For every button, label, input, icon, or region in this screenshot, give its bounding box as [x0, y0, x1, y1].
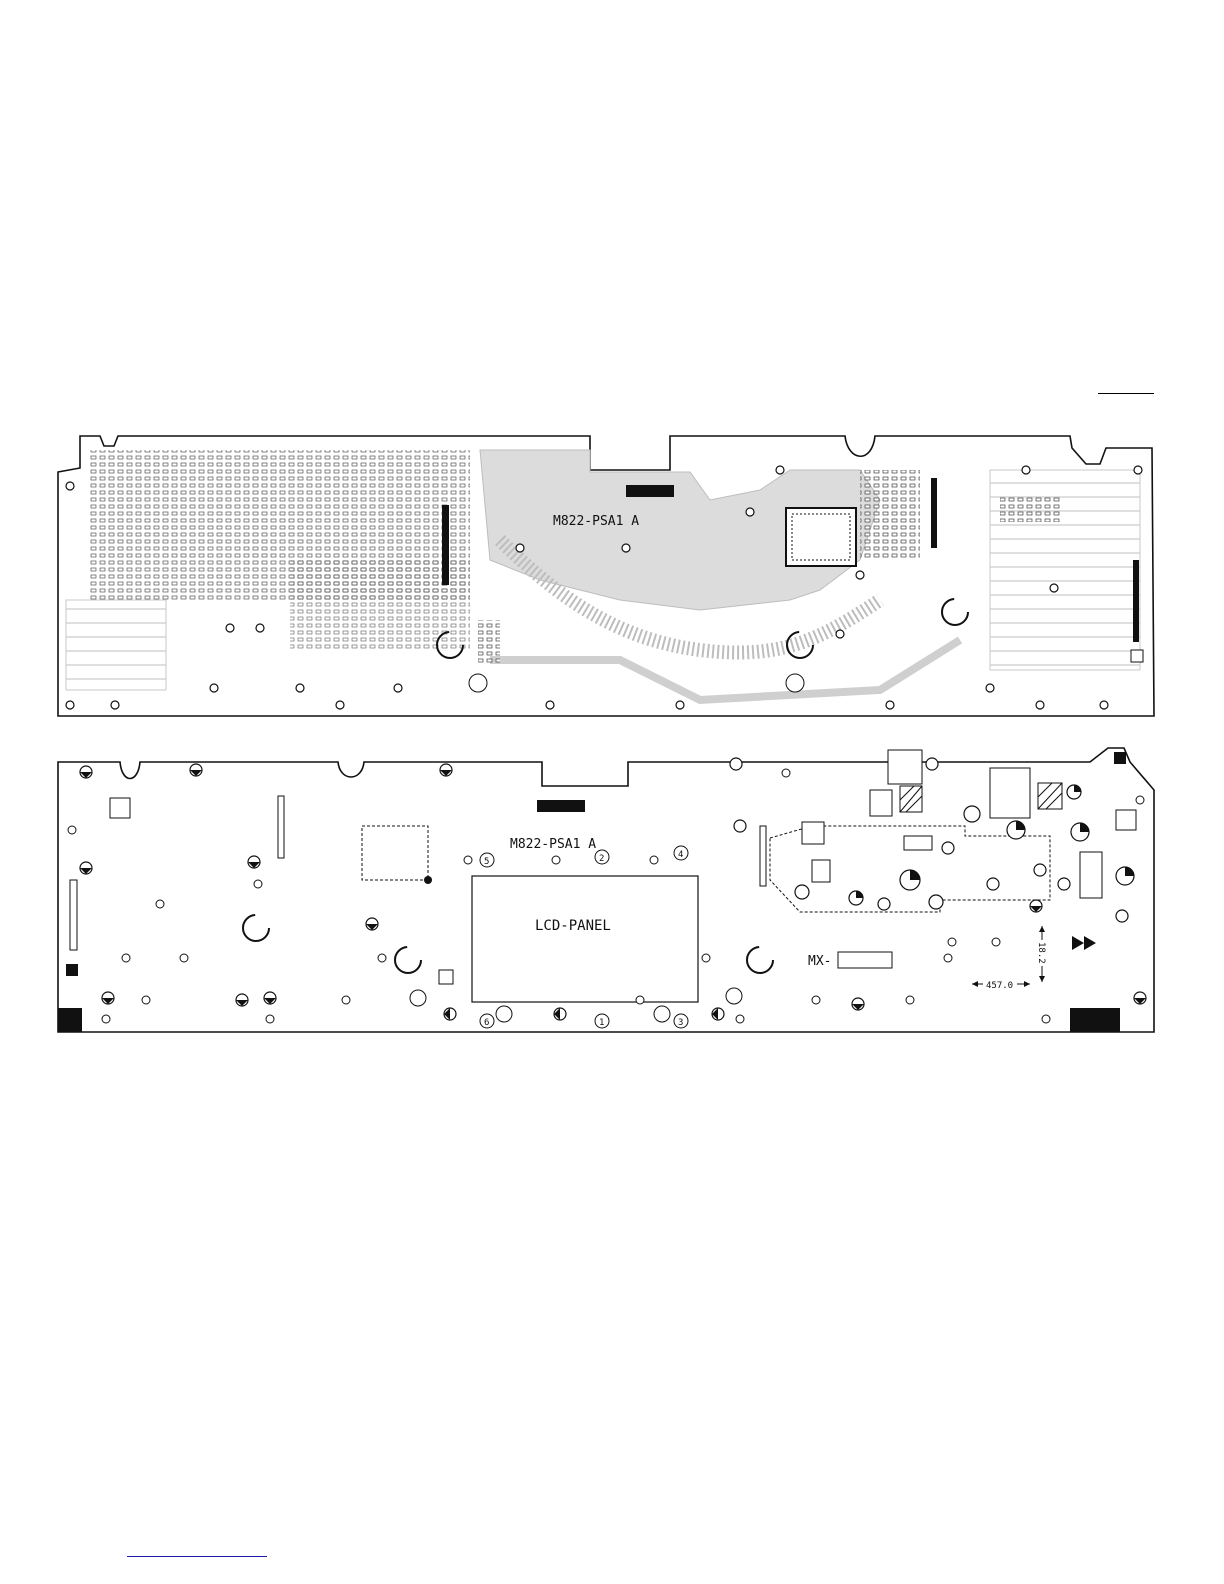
corner-block-left: [58, 1008, 82, 1032]
marker-3: 3: [674, 1014, 688, 1028]
big-hole-1: [410, 990, 426, 1006]
footer-link-underline[interactable]: [127, 1556, 267, 1557]
big-hole-4: [654, 1006, 670, 1022]
top-board-title: M822-PSA1 A: [553, 514, 639, 529]
right-connector: [760, 826, 766, 886]
smd-cluster-right: [860, 470, 920, 560]
svg-text:1: 1: [599, 1018, 604, 1028]
lcd-panel-outline: [472, 876, 698, 1002]
mx-label: MX-: [808, 954, 831, 969]
corner-block-top: [1114, 752, 1126, 764]
square-part-left: [110, 798, 130, 818]
smd-resistor-array: [1000, 496, 1060, 522]
svg-text:457.0: 457.0: [986, 981, 1013, 991]
marker-1: 1: [595, 1014, 609, 1028]
regulator-2: [870, 790, 892, 816]
svg-text:2: 2: [599, 854, 604, 864]
connector-strip-1: [442, 505, 449, 585]
mid-connector: [278, 796, 284, 858]
mx-box: [838, 952, 892, 968]
svg-text:18.2: 18.2: [1036, 942, 1046, 964]
ic-small: [812, 860, 830, 882]
svg-text:6: 6: [484, 1018, 489, 1028]
marker-6: 6: [480, 1014, 494, 1028]
ic-dip: [1080, 852, 1102, 898]
jack-2: [888, 750, 922, 784]
marker-2: 2: [595, 850, 609, 864]
marker-5: 5: [480, 853, 494, 867]
big-hole-3: [726, 988, 742, 1004]
bottom-board-title: M822-PSA1 A: [510, 837, 596, 852]
pin1-dot: [424, 876, 432, 884]
top-board: M822-PSA1 A: [58, 436, 1154, 716]
copper-zone-left: [66, 600, 166, 690]
connector-top: [626, 485, 674, 497]
square-pad-module: [362, 826, 428, 880]
left-connector: [70, 880, 77, 950]
square-part-right: [1116, 810, 1136, 830]
svg-text:4: 4: [678, 850, 683, 860]
corner-block-right: [1070, 1008, 1120, 1032]
small-block: [66, 964, 78, 976]
main-ic: [786, 508, 856, 566]
hole-2: [786, 674, 804, 692]
relay: [904, 836, 932, 850]
big-hole-2: [496, 1006, 512, 1022]
connector-strip-2: [931, 478, 937, 548]
regulator-1: [802, 822, 824, 844]
lcd-panel-label: LCD-PANEL: [535, 918, 611, 934]
marker-4: 4: [674, 846, 688, 860]
header-label-block: [537, 800, 585, 812]
svg-text:5: 5: [484, 857, 489, 867]
svg-text:3: 3: [678, 1018, 683, 1028]
connector-strip-3: [1133, 560, 1139, 642]
corner-pad: [1131, 650, 1143, 662]
bottom-board: LCD-PANEL M822-PSA1 A 1 2 3 4 5 6: [58, 748, 1154, 1032]
connector-pads: [478, 620, 500, 664]
jack-1: [990, 768, 1030, 818]
hole-1: [469, 674, 487, 692]
small-switch: [439, 970, 453, 984]
